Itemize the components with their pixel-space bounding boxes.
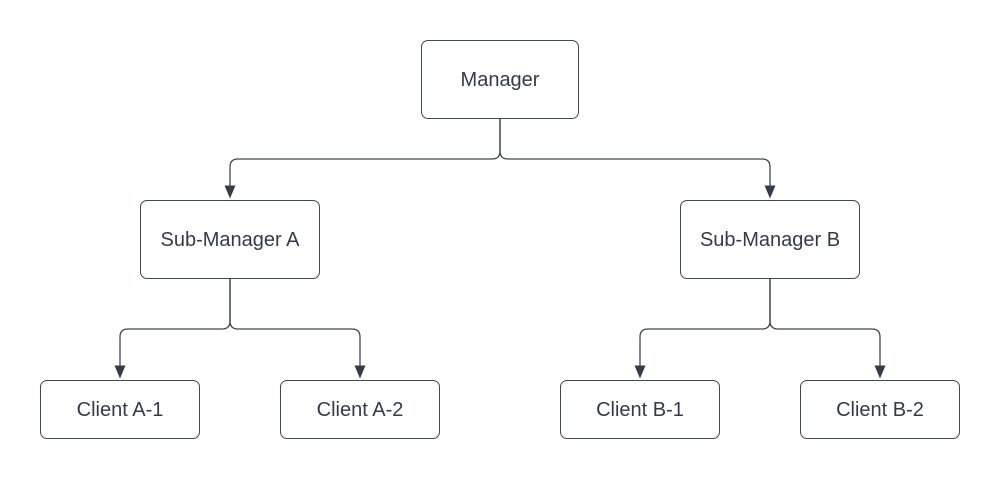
- edge-sub-b-to-client-b2: [769, 279, 881, 366]
- arrowhead-icon: [634, 365, 646, 379]
- node-sub-manager-b[interactable]: Sub-Manager B: [680, 200, 860, 279]
- node-client-a2[interactable]: Client A-2: [280, 380, 440, 439]
- node-label: Manager: [460, 68, 540, 91]
- edge-sub-a-to-client-a1: [119, 279, 231, 366]
- edge-manager-to-sub-a: [229, 119, 501, 186]
- node-label: Client A-1: [76, 398, 164, 421]
- node-client-b1[interactable]: Client B-1: [560, 380, 720, 439]
- node-label: Sub-Manager A: [160, 228, 300, 251]
- arrowhead-icon: [354, 365, 366, 379]
- arrowhead-icon: [764, 185, 776, 199]
- node-client-b2[interactable]: Client B-2: [800, 380, 960, 439]
- edge-sub-a-to-client-a2: [229, 279, 361, 366]
- node-label: Client B-2: [836, 398, 924, 421]
- arrowhead-icon: [224, 185, 236, 199]
- node-label: Client B-1: [596, 398, 684, 421]
- arrowhead-icon: [114, 365, 126, 379]
- node-client-a1[interactable]: Client A-1: [40, 380, 200, 439]
- node-sub-manager-a[interactable]: Sub-Manager A: [140, 200, 320, 279]
- arrowhead-icon: [874, 365, 886, 379]
- edge-manager-to-sub-b: [499, 119, 771, 186]
- node-label: Sub-Manager B: [699, 228, 841, 251]
- edge-sub-b-to-client-b1: [639, 279, 771, 366]
- node-label: Client A-2: [316, 398, 404, 421]
- node-manager[interactable]: Manager: [421, 40, 579, 119]
